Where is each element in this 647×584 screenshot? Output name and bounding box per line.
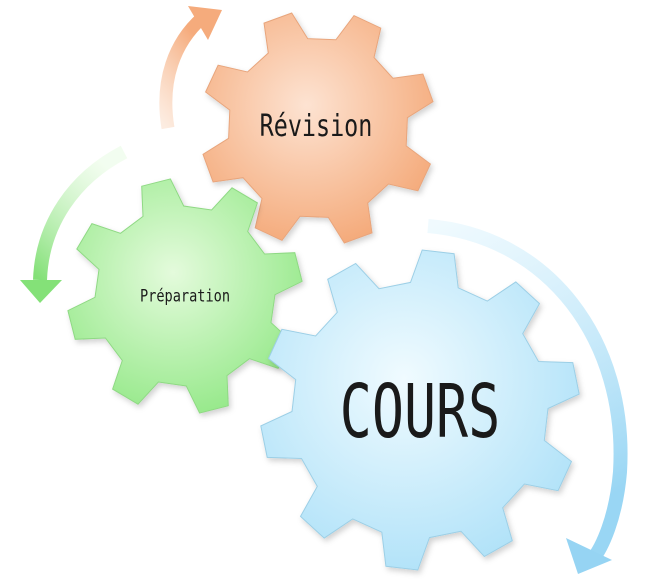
cours-label: COURS	[339, 369, 501, 455]
arrow-blue	[427, 219, 628, 574]
preparation-label: Préparation	[139, 286, 231, 307]
revision-label: Révision	[259, 109, 373, 144]
gear-cours	[260, 249, 580, 571]
arrow-green	[20, 145, 128, 303]
arrow-orange	[159, 6, 222, 130]
gear-revision	[202, 12, 434, 244]
